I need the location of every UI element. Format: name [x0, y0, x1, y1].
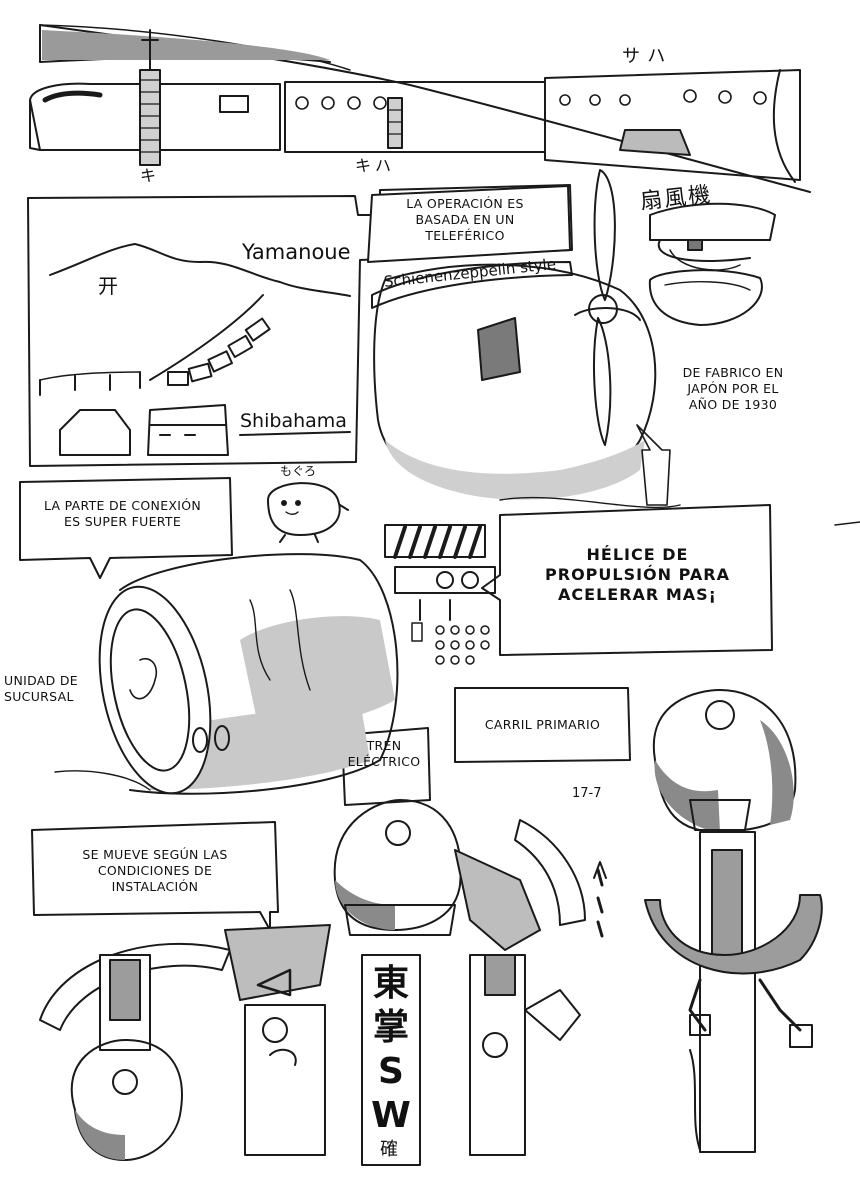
- bubble-operation-text: LA OPERACIÓN ES BASADA EN UN TELEFÉRICO: [390, 196, 540, 244]
- bubble-electric-train-text: TREN ELÉCTRICO: [344, 738, 424, 770]
- number-label: 17-7: [572, 786, 602, 801]
- caption-made-in-japan: DE FABRICO EN JAPÓN POR EL AÑO DE 1930: [678, 365, 788, 413]
- left-robot-drawing: [40, 925, 330, 1160]
- track-panels-drawing: [385, 525, 495, 664]
- fan-sketch-drawing: [650, 204, 775, 325]
- bubble-connection-text: LA PARTE DE CONEXIÓN ES SUPER FUERTE: [40, 498, 205, 530]
- vertical-sign-text: 東掌SW: [367, 962, 415, 1138]
- bubble-moves-text: SE MUEVE SEGÚN LAS CONDICIONES DE INSTAL…: [55, 847, 255, 895]
- bubble-primary-rail-text: CARRIL PRIMARIO: [465, 717, 620, 733]
- mascot-name: もぐろ: [280, 462, 316, 479]
- label-ki-ha: キハ: [355, 152, 395, 176]
- mascot-drawing: [268, 483, 348, 542]
- caption-branch-unit: UNIDAD DE SUCURSAL: [4, 673, 84, 705]
- shrine-mark: 开: [98, 270, 118, 299]
- bubble-propulsion-text: HÉLICE DE PROPULSIÓN PARA ACELERAR MAS¡: [540, 545, 735, 605]
- vertical-sign-small: 確: [380, 1135, 398, 1161]
- right-robot-drawing: [645, 690, 822, 1152]
- station-yamanoue: Yamanoue: [242, 240, 351, 264]
- station-shibahama: Shibahama: [240, 410, 347, 432]
- label-sa-ha: サハ: [622, 42, 673, 68]
- label-ki: キ: [140, 162, 156, 186]
